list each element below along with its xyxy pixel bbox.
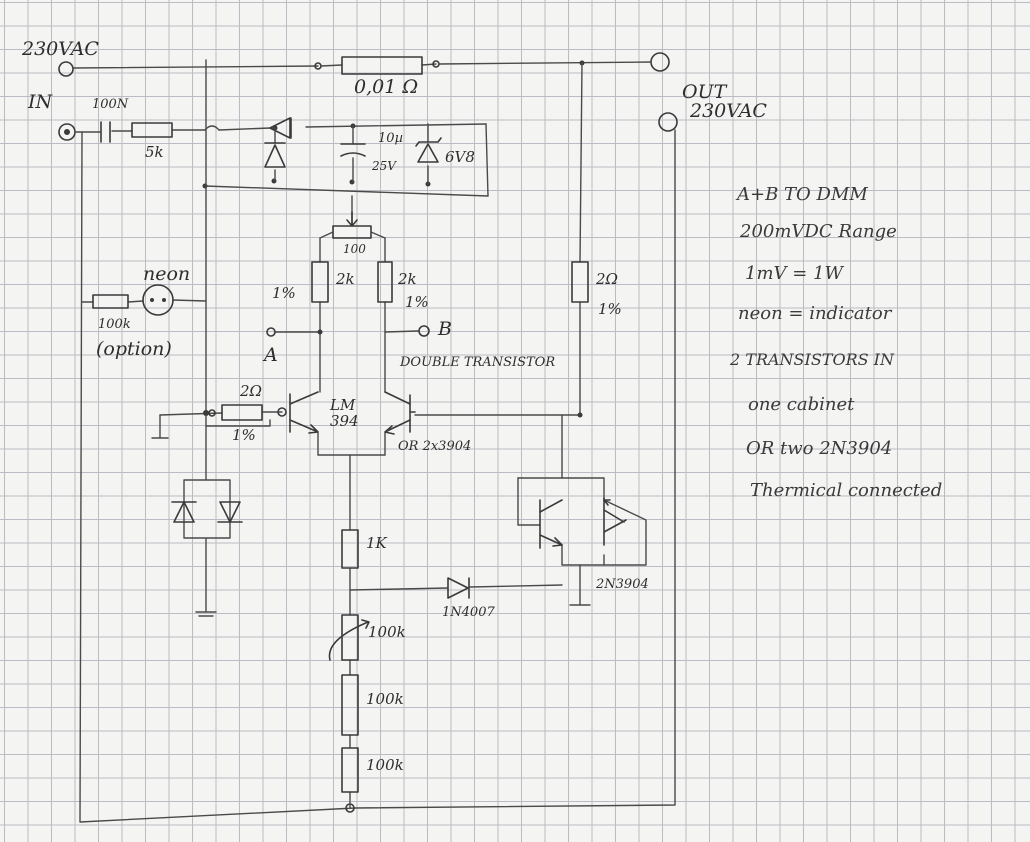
label-option: (option): [96, 338, 172, 360]
note-line-8: Thermical connected: [750, 480, 943, 501]
terminal-in: [58, 123, 76, 141]
label-term-b: B: [438, 318, 452, 340]
label-r2k-right-tol: 1%: [405, 293, 429, 311]
note-line-1: A+B TO DMM: [737, 184, 868, 205]
label-r-100k-neon: 100k: [98, 317, 131, 332]
label-r-100k-a: 100k: [366, 690, 404, 708]
terminal-out-b: [658, 112, 678, 132]
label-r-100k-b: 100k: [366, 756, 404, 774]
terminal-out-a: [650, 52, 670, 72]
resistor-1k: [341, 529, 359, 569]
capacitor-10u: [340, 125, 366, 183]
label-r2k-left-tol: 1%: [272, 284, 296, 302]
rectifier-diode: [269, 117, 292, 139]
label-or-2n3904: OR 2x3904: [398, 439, 472, 454]
resistor-100k-b: [341, 747, 359, 793]
label-trim-100: 100: [343, 242, 366, 256]
label-r2-left-tol: 1%: [232, 426, 256, 444]
clamp-diode: [264, 127, 286, 182]
resistor-2ohm-right: [571, 261, 589, 303]
zener-6v8: [415, 123, 442, 185]
resistor-shunt: [341, 56, 423, 75]
label-term-a: A: [264, 344, 278, 366]
note-line-4: neon = indicator: [738, 303, 892, 324]
label-lm394: LM 394: [330, 396, 359, 430]
label-q-2n3904: 2N3904: [596, 577, 649, 592]
label-neon: neon: [143, 263, 191, 285]
note-line-3: 1mV = 1W: [745, 263, 843, 284]
resistor-2ohm-left: [205, 404, 271, 427]
capacitor-100n: [100, 121, 111, 143]
note-line-6: one cabinet: [748, 394, 855, 415]
neon-indicator: [81, 284, 207, 316]
label-double-transistor: DOUBLE TRANSISTOR: [400, 355, 556, 370]
terminal-in-230vac: [58, 61, 74, 77]
label-trim-100k: 100k: [368, 623, 406, 641]
label-in-230vac: 230VAC: [22, 38, 99, 60]
label-out-230vac: 230VAC: [690, 100, 767, 122]
resistor-2k-right: [377, 261, 393, 303]
label-zener: 6V8: [445, 148, 475, 166]
transistor-2n3904-pair: [539, 497, 627, 549]
label-r2-right: 2Ω: [596, 270, 618, 288]
label-shunt: 0,01 Ω: [354, 76, 419, 98]
label-cap-10u: 10µ: [378, 131, 403, 146]
label-r2-right-tol: 1%: [598, 300, 622, 318]
resistor-2k-left: [311, 261, 329, 303]
trimmer-100: [319, 211, 386, 239]
label-out: OUT: [682, 81, 727, 103]
trimmer-100k: [328, 614, 370, 661]
note-line-5: 2 TRANSISTORS IN: [730, 350, 894, 369]
note-line-7: OR two 2N3904: [746, 438, 893, 459]
label-r2k-left: 2k: [336, 270, 355, 288]
resistor-5k: [131, 122, 173, 138]
protection-diode-pair: [171, 501, 243, 523]
lm394-transistor-pair: [277, 391, 416, 456]
label-r-1k: 1K: [366, 534, 387, 552]
label-cap-25v: 25V: [372, 159, 396, 173]
diode-1n4007: [447, 577, 470, 599]
label-c-100n: 100N: [92, 97, 129, 112]
label-r-5k: 5k: [145, 143, 164, 161]
label-diode-1n4007: 1N4007: [442, 605, 495, 620]
note-line-2: 200mVDC Range: [740, 221, 897, 242]
label-r2k-right: 2k: [398, 270, 417, 288]
resistor-100k-a: [341, 674, 359, 736]
label-in: IN: [28, 91, 53, 113]
label-r2-left: 2Ω: [240, 382, 262, 400]
